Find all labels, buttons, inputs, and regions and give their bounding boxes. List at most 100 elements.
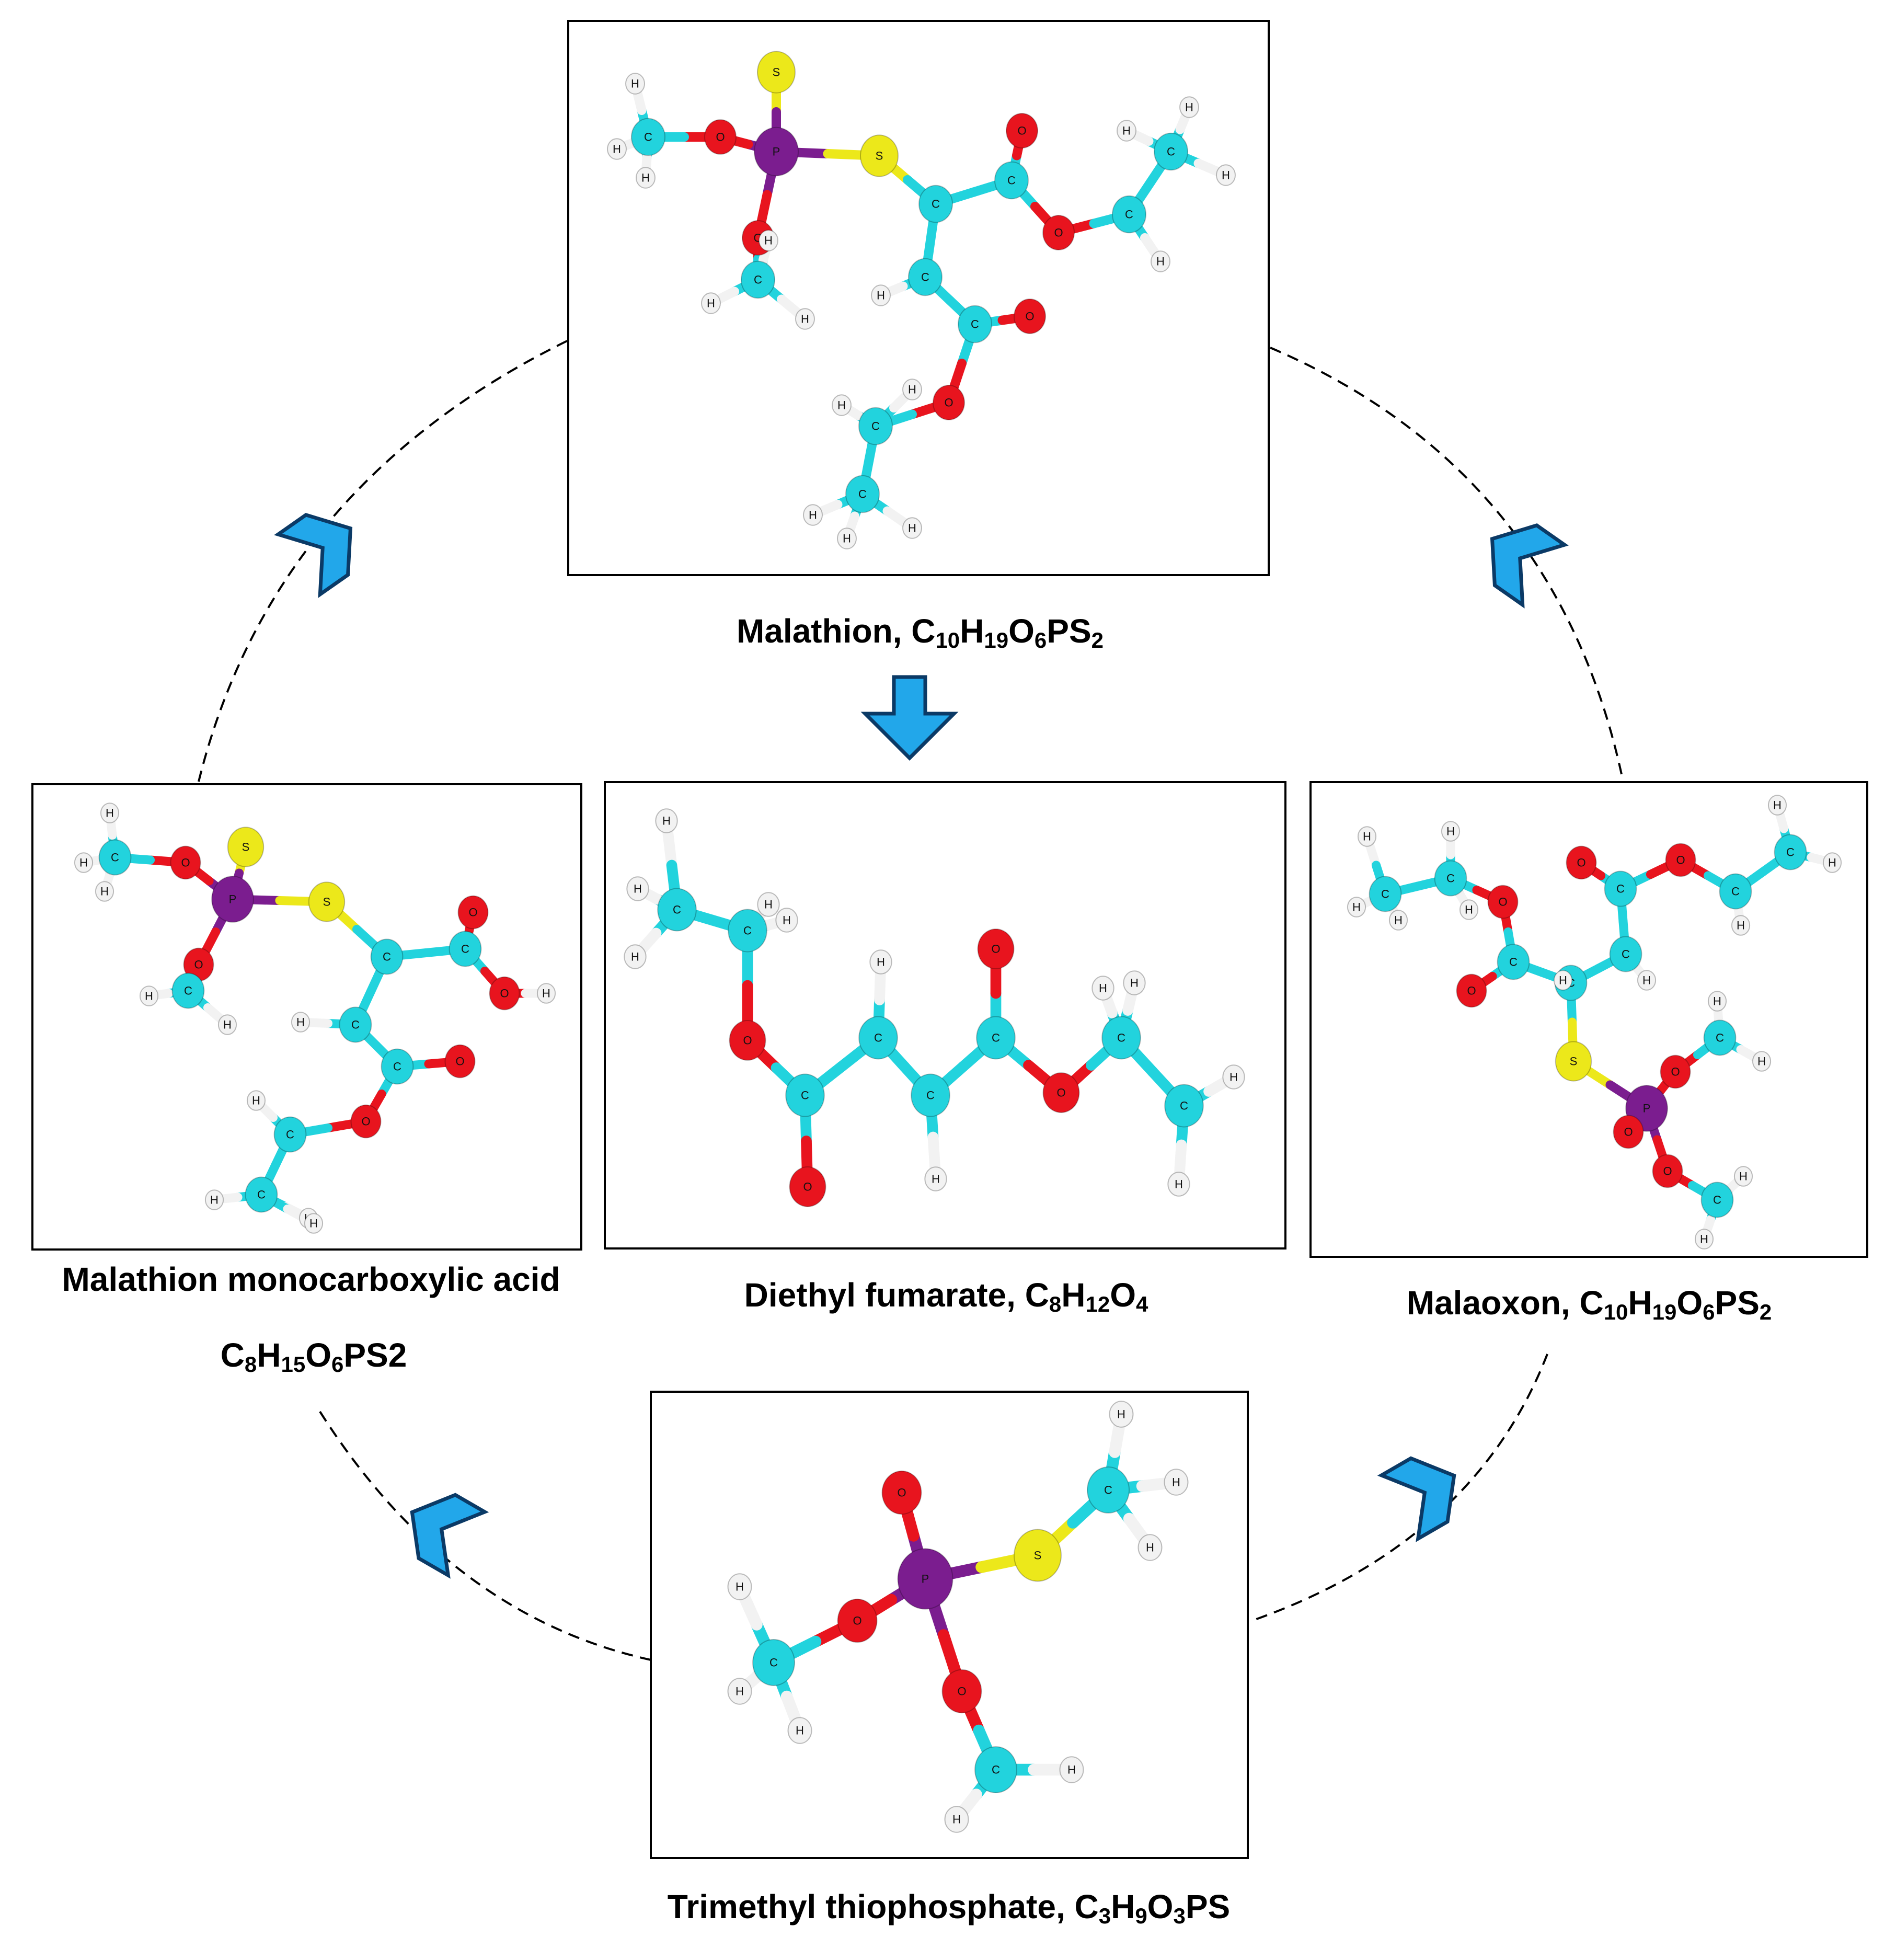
carbon-atom xyxy=(657,888,697,932)
atom-label: H xyxy=(1713,995,1721,1008)
atom-label: H xyxy=(1737,919,1745,932)
compound-formula: C8H15O6PS2 xyxy=(220,1336,407,1377)
atom-label: O xyxy=(455,1055,464,1068)
atom-label: H xyxy=(1172,1476,1180,1489)
hydrogen-atom xyxy=(757,892,780,917)
compound-name: Malathion xyxy=(737,612,893,650)
oxygen-atom xyxy=(941,1669,982,1714)
hydrogen-atom xyxy=(1694,1229,1714,1250)
atom-label: P xyxy=(1643,1102,1651,1115)
atom-label: C xyxy=(111,851,119,864)
atom-label: C xyxy=(257,1188,266,1201)
atom-label: S xyxy=(773,66,780,79)
compound-name: Malathion monocarboxylic acid xyxy=(62,1260,560,1298)
carbon-atom xyxy=(958,305,992,343)
oxygen-atom xyxy=(729,1020,766,1061)
oxygen-atom xyxy=(1487,885,1519,919)
hydrogen-atom xyxy=(139,985,159,1006)
atom-label: H xyxy=(908,383,916,396)
caption-mca-name: Malathion monocarboxylic acid xyxy=(21,1260,601,1299)
hydrogen-atom xyxy=(304,1213,324,1234)
carbon-atom xyxy=(1164,1084,1204,1128)
caption-separator: , xyxy=(1006,1276,1025,1314)
oxygen-atom xyxy=(1042,215,1075,250)
atom-label: C xyxy=(871,420,880,433)
atom-label: H xyxy=(736,1580,744,1594)
carbon-atom xyxy=(1434,860,1467,897)
carbon-atom xyxy=(1604,870,1637,907)
atom-label: H xyxy=(252,1094,260,1107)
hydrogen-atom xyxy=(1347,897,1366,918)
hydrogen-atom xyxy=(1388,910,1408,931)
atom-label: C xyxy=(1167,145,1175,158)
atom-label: H xyxy=(145,990,153,1003)
atom-label: H xyxy=(309,1217,318,1230)
sulfur-atom xyxy=(1555,1041,1592,1082)
atom-label: H xyxy=(1156,255,1165,268)
atom-label: C xyxy=(644,131,652,144)
hydrogen-atom xyxy=(1164,1469,1189,1496)
carbon-atom xyxy=(741,260,775,299)
atom-label: H xyxy=(1363,830,1371,843)
atom-label: H xyxy=(932,1173,940,1186)
frame-malathion xyxy=(567,20,1270,576)
atom-label: H xyxy=(908,522,916,535)
hydrogen-atom xyxy=(902,517,922,539)
hydrogen-atom xyxy=(787,1717,812,1744)
oxygen-atom xyxy=(1456,973,1487,1008)
atom-label: O xyxy=(500,987,509,1000)
atom-label: H xyxy=(542,987,550,1000)
atom-label: H xyxy=(736,1685,744,1698)
atom-label: H xyxy=(952,1813,961,1826)
carbon-atom xyxy=(1154,132,1188,171)
compound-formula: C10H19O6PS2 xyxy=(911,612,1104,652)
carbon-atom xyxy=(449,931,482,967)
hydrogen-atom xyxy=(625,73,645,95)
atom-label: C xyxy=(743,924,752,937)
hydrogen-atom xyxy=(536,983,556,1004)
sulfur-atom xyxy=(860,134,899,177)
atom-label: C xyxy=(393,1060,401,1073)
atom-label: C xyxy=(1007,174,1016,187)
atom-label: O xyxy=(991,943,1000,956)
atom-label: O xyxy=(1676,854,1685,867)
atom-label: H xyxy=(296,1016,305,1029)
hydrogen-atom xyxy=(1216,164,1236,186)
sulfur-atom xyxy=(757,51,796,94)
atom-label: H xyxy=(1146,1541,1154,1554)
chevron-arrow-icon xyxy=(274,513,353,598)
atom-label: H xyxy=(837,399,846,412)
atom-label: C xyxy=(184,984,192,998)
atom-label: H xyxy=(1773,799,1782,812)
compound-name: Trimethyl thiophosphate xyxy=(667,1888,1056,1925)
atom-label: O xyxy=(1054,226,1063,239)
atom-label: H xyxy=(1559,974,1567,987)
atom-label: H xyxy=(1757,1055,1766,1068)
atom-label: C xyxy=(858,488,867,501)
hydrogen-atom xyxy=(1167,1172,1190,1197)
hydrogen-atom xyxy=(871,284,891,306)
atom-label: O xyxy=(194,958,203,971)
hydrogen-atom xyxy=(74,852,94,873)
oxygen-atom xyxy=(881,1470,922,1515)
hydrogen-atom xyxy=(246,1090,266,1111)
hydrogen-atom xyxy=(1357,826,1377,847)
carbon-atom xyxy=(245,1176,278,1213)
hydrogen-atom xyxy=(727,1678,752,1705)
carbon-atom xyxy=(858,1016,898,1060)
atom-label: O xyxy=(803,1180,812,1194)
atom-label: C xyxy=(769,1656,778,1669)
hydrogen-atom xyxy=(1441,821,1461,842)
oxygen-atom xyxy=(789,1166,826,1207)
atom-label: C xyxy=(1125,208,1133,221)
atom-label: C xyxy=(926,1089,935,1102)
atom-label: C xyxy=(971,318,979,331)
hydrogen-atom xyxy=(803,504,823,526)
atom-label: H xyxy=(613,143,621,156)
compound-frames xyxy=(31,20,1868,1859)
atom-label: S xyxy=(323,896,331,909)
sulfur-atom xyxy=(1014,1529,1062,1582)
